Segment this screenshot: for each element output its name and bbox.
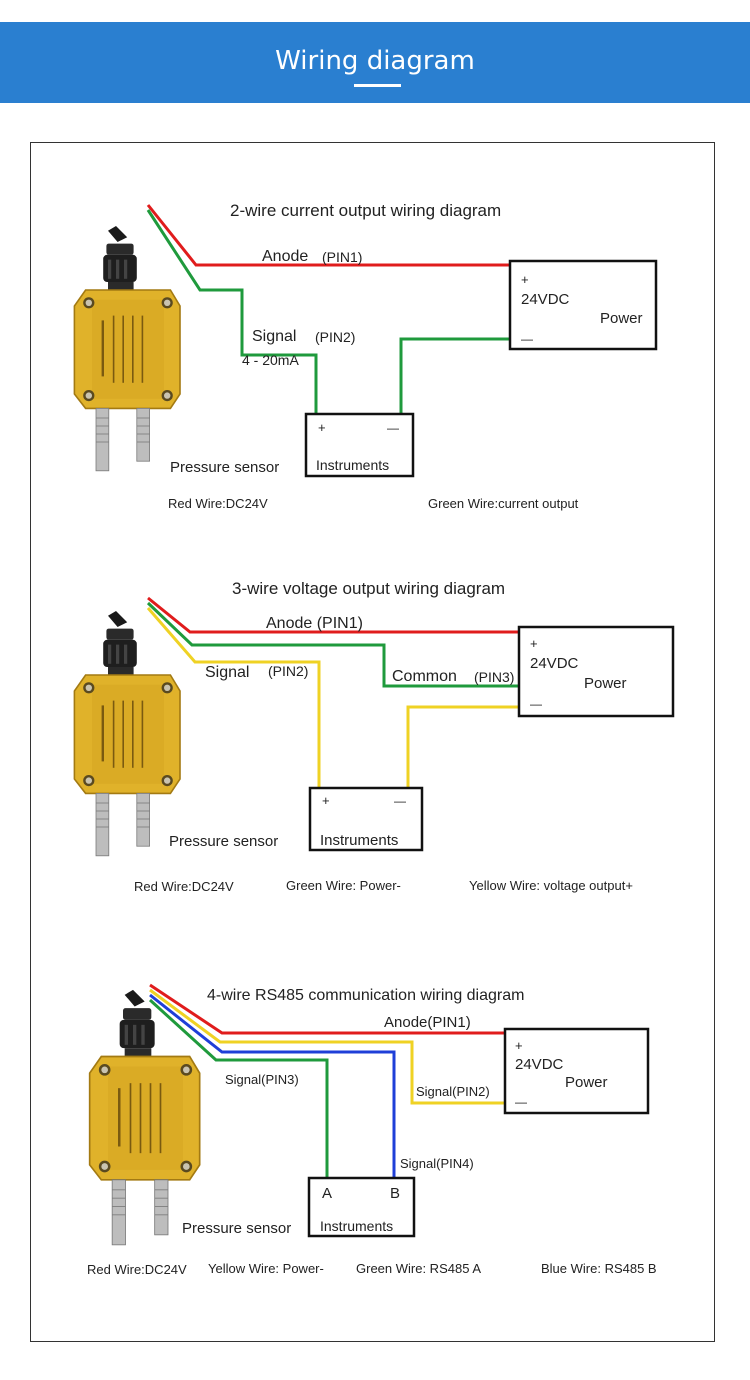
anode-label: Anode(PIN1) [384, 1014, 471, 1031]
legend-red: Red Wire:DC24V [168, 496, 268, 511]
pressure-sensor-image [73, 225, 181, 472]
diagram-4wire: 4-wire RS485 communication wiring diagra… [87, 983, 657, 1277]
signal4-label: Signal(PIN4) [400, 1156, 474, 1171]
diagram-title: 2-wire current output wiring diagram [230, 201, 501, 220]
anode-pin: (PIN1) [322, 249, 362, 265]
instruments-label: Instruments [320, 1218, 393, 1234]
instrument-minus: — [394, 794, 406, 808]
header-banner: Wiring diagram [0, 22, 750, 103]
signal-label: Signal [205, 664, 249, 681]
instruments-box [304, 412, 415, 478]
instrument-plus: + [318, 420, 326, 435]
title-underline [354, 84, 401, 87]
diagram-3wire: 3-wire voltage output wiring diagram + 2… [73, 579, 675, 894]
diagram-frame [30, 142, 715, 1342]
sensor-label: Pressure sensor [169, 833, 278, 850]
yellow-wire [149, 988, 505, 1105]
power-minus: — [515, 1095, 527, 1109]
signal-label: Signal [252, 328, 296, 345]
instrument-plus: + [322, 793, 330, 808]
pressure-sensor-image [88, 988, 201, 1246]
legend-green: Green Wire:current output [428, 496, 579, 511]
signal-pin: (PIN2) [268, 663, 308, 679]
power-minus: — [530, 697, 542, 711]
power-plus: + [521, 272, 529, 287]
sensor-label: Pressure sensor [170, 459, 279, 476]
instruments-label: Instruments [316, 457, 389, 473]
yellow-wire-return [406, 705, 519, 790]
power-minus: — [521, 332, 533, 346]
sensor-label: Pressure sensor [182, 1220, 291, 1237]
pressure-sensor-image [73, 610, 181, 857]
common-label: Common [392, 668, 457, 685]
diagram-title: 4-wire RS485 communication wiring diagra… [207, 987, 524, 1004]
legend-blue: Blue Wire: RS485 B [541, 1261, 657, 1276]
green-wire [146, 601, 519, 688]
anode-label: Anode [262, 248, 308, 265]
power-supply-box [508, 259, 658, 351]
anode-label: Anode (PIN1) [266, 615, 363, 632]
legend-yellow: Yellow Wire: voltage output+ [469, 878, 633, 893]
instrument-minus: — [387, 421, 399, 435]
signal3-label: Signal(PIN3) [225, 1072, 299, 1087]
power-plus: + [530, 636, 538, 651]
power-voltage: 24VDC [530, 655, 579, 672]
legend-yellow: Yellow Wire: Power- [208, 1261, 324, 1276]
power-plus: + [515, 1038, 523, 1053]
green-wire-return [399, 337, 510, 418]
page-title: Wiring diagram [275, 46, 475, 76]
common-pin: (PIN3) [474, 669, 514, 685]
signal-range: 4 - 20mA [242, 352, 299, 368]
diagram-2wire: 2-wire current output wiring diagram + 2… [73, 201, 658, 511]
legend-green: Green Wire: Power- [286, 878, 401, 893]
power-label: Power [565, 1074, 608, 1091]
green-wire-signal [146, 209, 318, 418]
green-wire [148, 998, 329, 1180]
red-wire [146, 204, 510, 267]
legend-red: Red Wire:DC24V [134, 879, 234, 894]
diagram-title: 3-wire voltage output wiring diagram [232, 579, 505, 598]
signal-pin: (PIN2) [315, 329, 355, 345]
blue-wire [149, 993, 396, 1180]
power-label: Power [584, 675, 627, 692]
instruments-box [308, 786, 424, 852]
instruments-label: Instruments [320, 832, 398, 849]
signal2-label: Signal(PIN2) [416, 1084, 490, 1099]
power-label: Power [600, 310, 643, 327]
red-wire [147, 596, 519, 634]
power-supply-box [517, 625, 675, 718]
legend-red: Red Wire:DC24V [87, 1262, 187, 1277]
power-voltage: 24VDC [521, 291, 570, 308]
instruments-box [307, 1176, 416, 1238]
power-voltage: 24VDC [515, 1056, 564, 1073]
yellow-wire-signal [146, 607, 321, 790]
instrument-b: B [390, 1185, 400, 1202]
instrument-a: A [322, 1185, 332, 1202]
power-supply-box [503, 1027, 650, 1115]
red-wire [149, 983, 505, 1035]
legend-green: Green Wire: RS485 A [356, 1261, 481, 1276]
